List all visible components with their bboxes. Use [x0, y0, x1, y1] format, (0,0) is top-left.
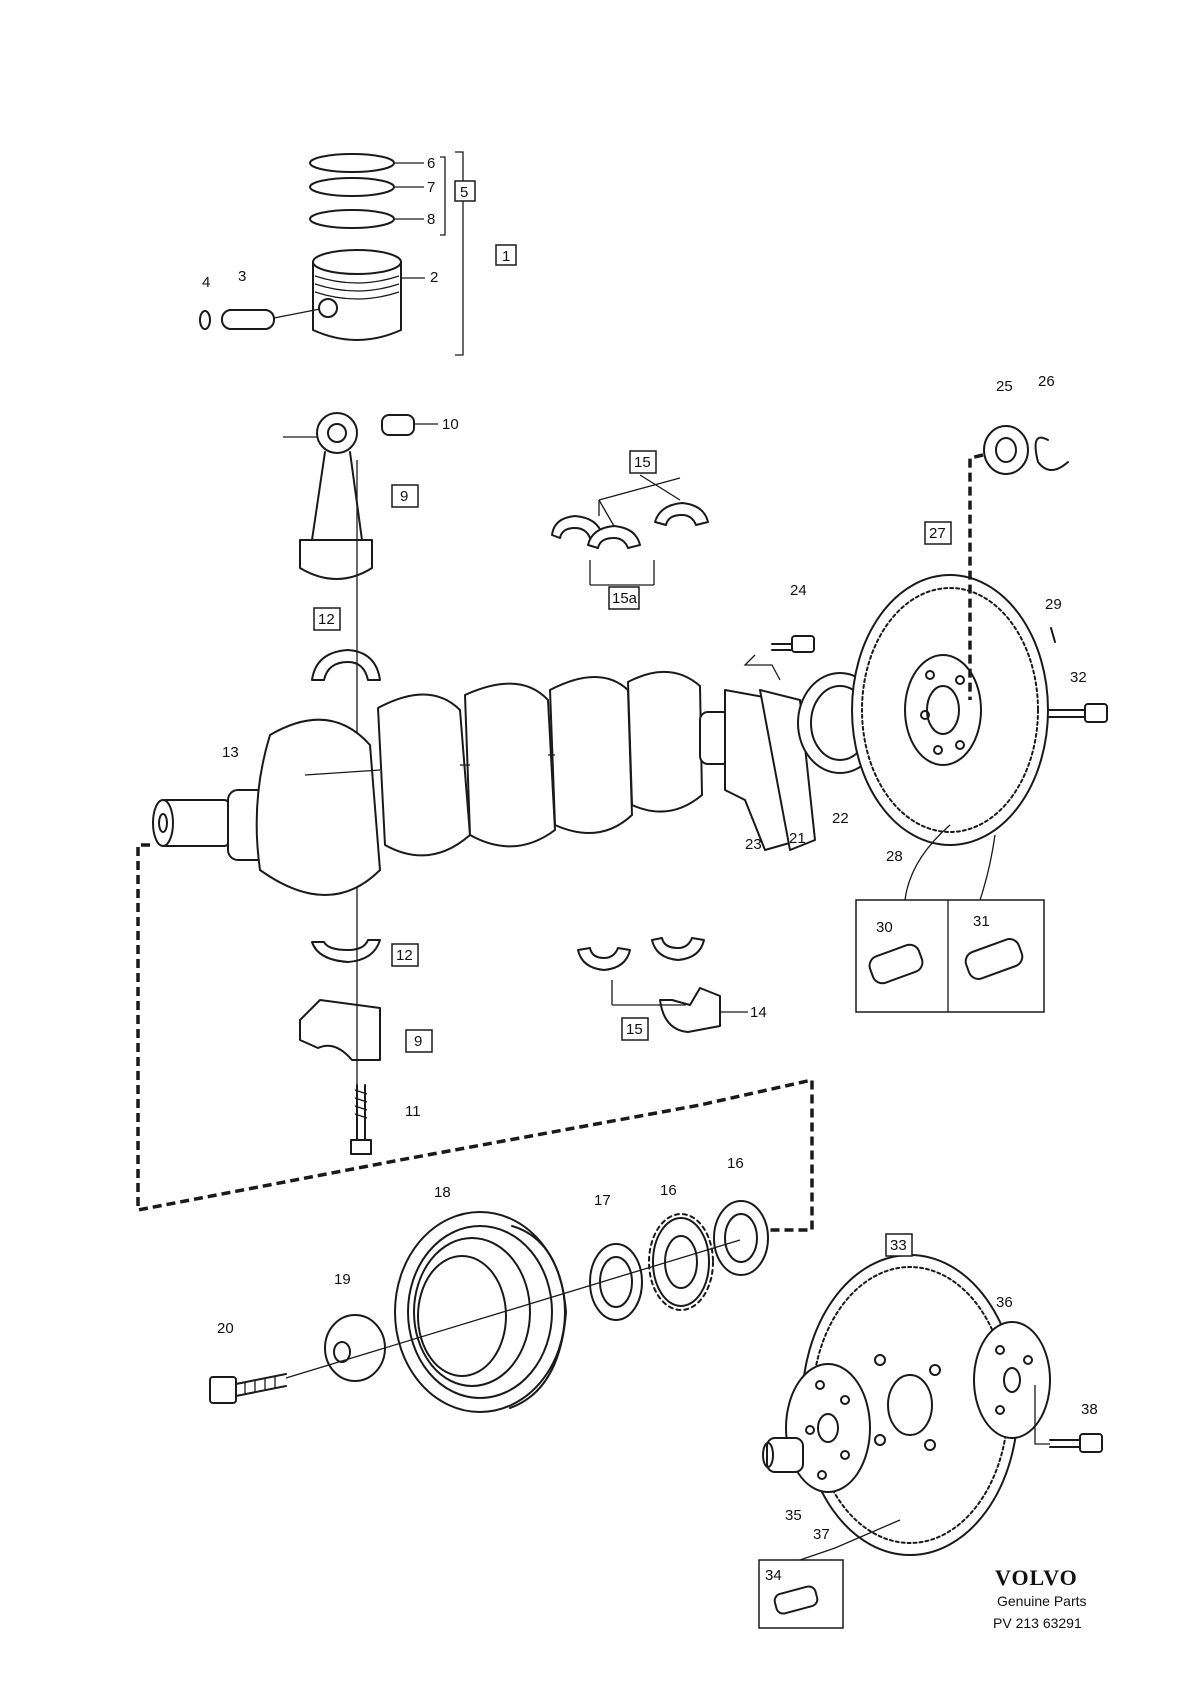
- callout-34: 33: [890, 1237, 907, 1254]
- callout-6: 6: [427, 155, 435, 172]
- main-bearings-upper: [551, 474, 709, 586]
- callout-39: 38: [1081, 1401, 1098, 1418]
- flexplate-bolt: [1034, 1385, 1103, 1453]
- callout-box-15a: [629, 450, 657, 474]
- callout-4: 4: [202, 274, 210, 291]
- callout-2: 2: [430, 269, 438, 286]
- callout-28: 27: [929, 525, 946, 542]
- main-bearings-lower: [577, 937, 748, 1033]
- timing-gear: [648, 1213, 714, 1311]
- flywheel-bolt-right: [1047, 703, 1108, 723]
- pulley-bolt: [209, 1373, 287, 1404]
- callout-33: 32: [1070, 669, 1087, 686]
- callout-box-12b: [391, 943, 419, 967]
- rod-bearing-upper: [311, 649, 381, 681]
- callout-12-lower: 12: [396, 947, 413, 964]
- rod-cap: [299, 999, 381, 1061]
- callout-15-lower: 15: [626, 1021, 643, 1038]
- callout-37: 36: [996, 1294, 1013, 1311]
- callout-labels: 6 7 8 2 3 4 5 1 10 9 12 12 9 11 13 15 15…: [202, 155, 1098, 1584]
- callout-23: 22: [832, 810, 849, 827]
- assembly-line-front: [136, 843, 814, 1232]
- callout-31: 30: [876, 919, 893, 936]
- brand-logo: VOLVO: [995, 1565, 1078, 1590]
- crankshaft: [152, 671, 731, 896]
- guide-pins-inset: [855, 824, 1045, 1013]
- callout-12-upper: 12: [318, 611, 335, 628]
- callout-7: 7: [427, 179, 435, 196]
- callout-5: 5: [460, 184, 468, 201]
- callout-9-lower: 9: [414, 1033, 422, 1050]
- flexplate-reinforcement: [973, 1321, 1051, 1439]
- pulley-hub-washer: [324, 1314, 386, 1382]
- front-washer: [713, 1200, 769, 1276]
- callout-10: 10: [442, 416, 459, 433]
- callout-26: 25: [996, 378, 1013, 395]
- flywheel-bolt: [743, 635, 815, 681]
- piston-pin: [199, 308, 321, 330]
- callout-21: 20: [217, 1320, 234, 1337]
- callout-19: 18: [434, 1184, 451, 1201]
- connecting-rod: [283, 412, 438, 580]
- crank-pulley: [394, 1211, 567, 1413]
- dowel-pin: [1050, 627, 1056, 643]
- callout-box-15c: [621, 1017, 649, 1041]
- callout-25: 24: [790, 582, 807, 599]
- spacer-bushing: [762, 1437, 804, 1473]
- callout-30: 29: [1045, 596, 1062, 613]
- callout-38: 37: [813, 1526, 830, 1543]
- callout-15-upper: 15: [634, 454, 651, 471]
- callout-9-upper: 9: [400, 488, 408, 505]
- callout-20: 19: [334, 1271, 351, 1288]
- drive-plate: [785, 1363, 871, 1493]
- callout-24: 23: [745, 836, 762, 853]
- callout-18: 17: [594, 1192, 611, 1209]
- spacer-ring: [589, 1243, 643, 1321]
- callout-14: 14: [750, 1004, 767, 1021]
- callout-box-34: [885, 1233, 913, 1257]
- callout-27: 26: [1038, 373, 1055, 390]
- callout-22: 21: [789, 830, 806, 847]
- pilot-bearing: [983, 425, 1069, 475]
- piston: [312, 249, 402, 341]
- callout-15a: 15a: [612, 590, 638, 607]
- callout-35: 34: [765, 1567, 782, 1584]
- part-reference: PV 213 63291: [993, 1615, 1082, 1631]
- callout-box-1: [495, 244, 517, 266]
- callout-1: 1: [502, 248, 510, 265]
- callout-box-28: [924, 521, 952, 545]
- callout-box-5: [454, 180, 476, 202]
- brand-subtitle: Genuine Parts: [997, 1593, 1087, 1609]
- callout-box-9a: [391, 484, 419, 508]
- callout-29: 28: [886, 848, 903, 865]
- rod-bearing-lower: [311, 939, 381, 963]
- piston-assembly-bracket: [394, 151, 464, 356]
- callout-8: 8: [427, 211, 435, 228]
- callout-13: 13: [222, 744, 239, 761]
- callout-36: 35: [785, 1507, 802, 1524]
- callout-17: 16: [660, 1182, 677, 1199]
- brand-block: VOLVO Genuine Parts PV 213 63291: [993, 1565, 1087, 1631]
- callout-box-15b: [608, 586, 640, 610]
- flywheel: [851, 574, 1049, 846]
- rod-bolt: [350, 1084, 372, 1155]
- flywheel-leader: [968, 453, 984, 700]
- callout-3: 3: [238, 268, 246, 285]
- bushing-inset: [758, 1519, 901, 1629]
- callout-box-12a: [313, 607, 341, 631]
- callout-32: 31: [973, 913, 990, 930]
- piston-rings: [309, 153, 395, 229]
- callout-box-9b: [405, 1029, 433, 1053]
- callout-16: 16: [727, 1155, 744, 1172]
- pulley-center-line: [285, 1239, 741, 1379]
- callout-11: 11: [405, 1103, 421, 1120]
